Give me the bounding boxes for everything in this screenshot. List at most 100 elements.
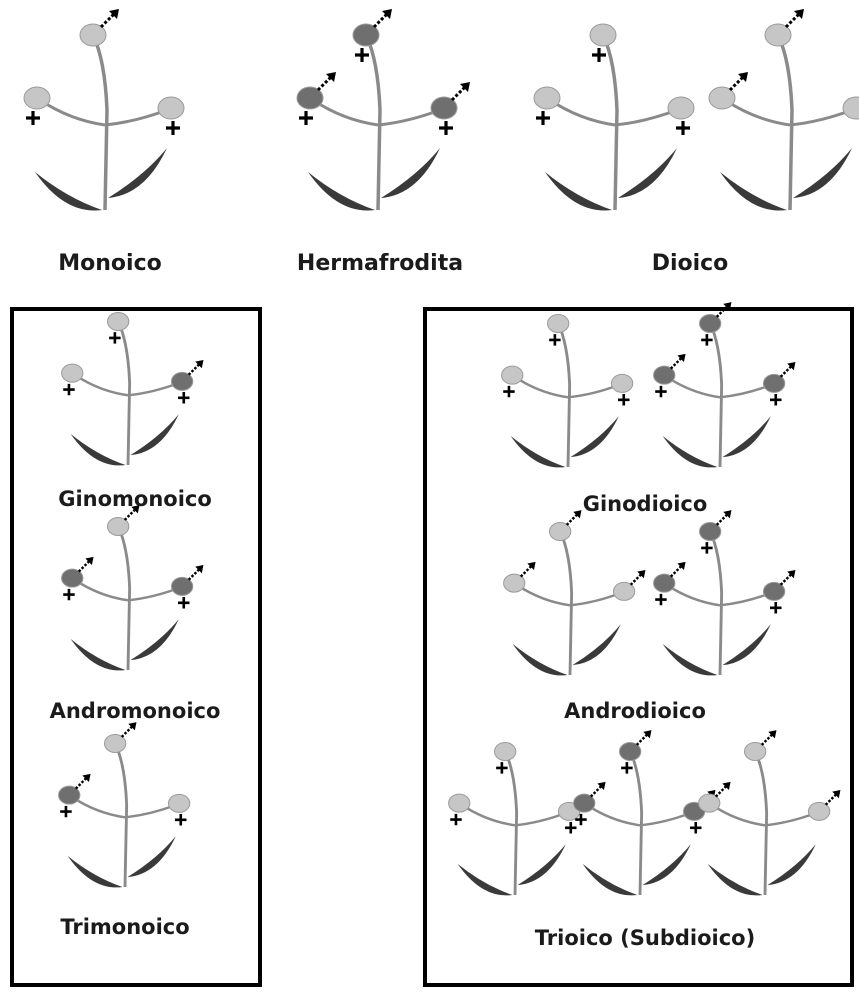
arrow-head-icon — [326, 72, 336, 82]
arrow-head-icon — [573, 510, 581, 518]
flower-icon — [24, 87, 50, 109]
branch — [667, 585, 720, 606]
flower-icon — [611, 374, 632, 392]
branch — [765, 813, 816, 825]
label-trioico: Trioico (Subdioico) — [535, 928, 755, 949]
leaf-icon — [130, 414, 178, 455]
leaf-icon — [381, 148, 440, 198]
female-symbol-icon — [63, 384, 74, 395]
female-symbol-icon — [701, 542, 712, 553]
label-trimonoico: Trimonoico — [60, 917, 189, 938]
female-symbol-icon — [439, 121, 453, 135]
female-symbol-icon — [770, 602, 781, 613]
plant-icon — [654, 302, 796, 467]
branch — [587, 805, 640, 826]
flower-icon — [449, 794, 470, 812]
female-symbol-icon — [690, 822, 701, 833]
female-symbol-icon — [178, 597, 189, 608]
female-symbol-icon — [565, 822, 576, 833]
arrow-head-icon — [677, 562, 685, 570]
female-symbol-icon — [355, 48, 369, 62]
arrow-head-icon — [195, 360, 203, 368]
plant-icon — [699, 730, 841, 895]
branch — [712, 805, 765, 826]
leaf-icon — [127, 836, 175, 877]
plant-icon — [449, 742, 580, 895]
branch — [667, 377, 720, 398]
label-ginomonoico: Ginomonoico — [58, 489, 212, 510]
leaf-icon — [71, 434, 126, 466]
leaf-icon — [68, 856, 123, 888]
branch — [128, 383, 179, 395]
female-symbol-icon — [536, 111, 550, 125]
female-symbol-icon — [701, 334, 712, 345]
branch — [40, 100, 105, 125]
branch — [720, 385, 771, 397]
female-symbol-icon — [592, 48, 606, 62]
leaf-icon — [618, 148, 677, 198]
arrow-head-icon — [787, 570, 795, 578]
leaf-icon — [71, 639, 126, 671]
branch — [75, 580, 128, 601]
branch — [568, 385, 619, 397]
branch — [720, 593, 771, 605]
label-ginodioico: Ginodioico — [583, 494, 708, 515]
plant-icon — [574, 730, 716, 895]
label-andromonoico: Andromonoico — [50, 701, 221, 722]
arrow-head-icon — [82, 774, 90, 782]
arrow-head-icon — [597, 782, 605, 790]
leaf-icon — [663, 436, 718, 468]
arrow-head-icon — [85, 557, 93, 565]
plant-icon — [709, 9, 859, 211]
plant-icon — [62, 505, 204, 670]
branch — [128, 588, 179, 600]
flower-icon — [843, 97, 859, 119]
arrow-head-icon — [832, 790, 840, 798]
flower-icon — [548, 314, 569, 332]
flower-icon — [495, 742, 516, 760]
plant-icon — [534, 24, 694, 211]
leaf-icon — [722, 416, 770, 457]
leaf-icon — [708, 864, 763, 896]
arrow-head-icon — [768, 730, 776, 738]
female-symbol-icon — [175, 814, 186, 825]
arrow-head-icon — [723, 302, 731, 310]
branch — [725, 100, 790, 125]
leaf-icon — [545, 172, 612, 211]
female-symbol-icon — [503, 386, 514, 397]
arrow-head-icon — [787, 362, 795, 370]
flower-icon — [534, 87, 560, 109]
female-symbol-icon — [63, 589, 74, 600]
branch — [72, 797, 125, 818]
branch — [75, 375, 128, 396]
leaf-icon — [642, 844, 690, 885]
branch — [515, 377, 568, 398]
arrow-head-icon — [195, 565, 203, 573]
plant-icon — [654, 510, 796, 675]
female-symbol-icon — [60, 806, 71, 817]
flower-icon — [668, 97, 694, 119]
female-symbol-icon — [676, 121, 690, 135]
plant-icon — [59, 722, 190, 887]
branch — [378, 110, 440, 125]
arrow-head-icon — [527, 562, 535, 570]
plant-icon — [62, 312, 204, 465]
female-symbol-icon — [770, 394, 781, 405]
branch — [517, 585, 570, 606]
branch — [550, 100, 615, 125]
arrow-head-icon — [643, 730, 651, 738]
leaf-icon — [511, 436, 566, 468]
leaf-icon — [663, 644, 718, 676]
leaf-icon — [513, 644, 568, 676]
plant-icon — [504, 510, 646, 675]
female-symbol-icon — [549, 334, 560, 345]
branch — [640, 813, 691, 825]
arrow-head-icon — [738, 72, 748, 82]
arrow-head-icon — [794, 9, 804, 19]
arrow-head-icon — [637, 570, 645, 578]
arrow-head-icon — [382, 9, 392, 19]
flower-icon — [502, 366, 523, 384]
leaf-icon — [793, 148, 852, 198]
flower-icon — [108, 312, 129, 330]
